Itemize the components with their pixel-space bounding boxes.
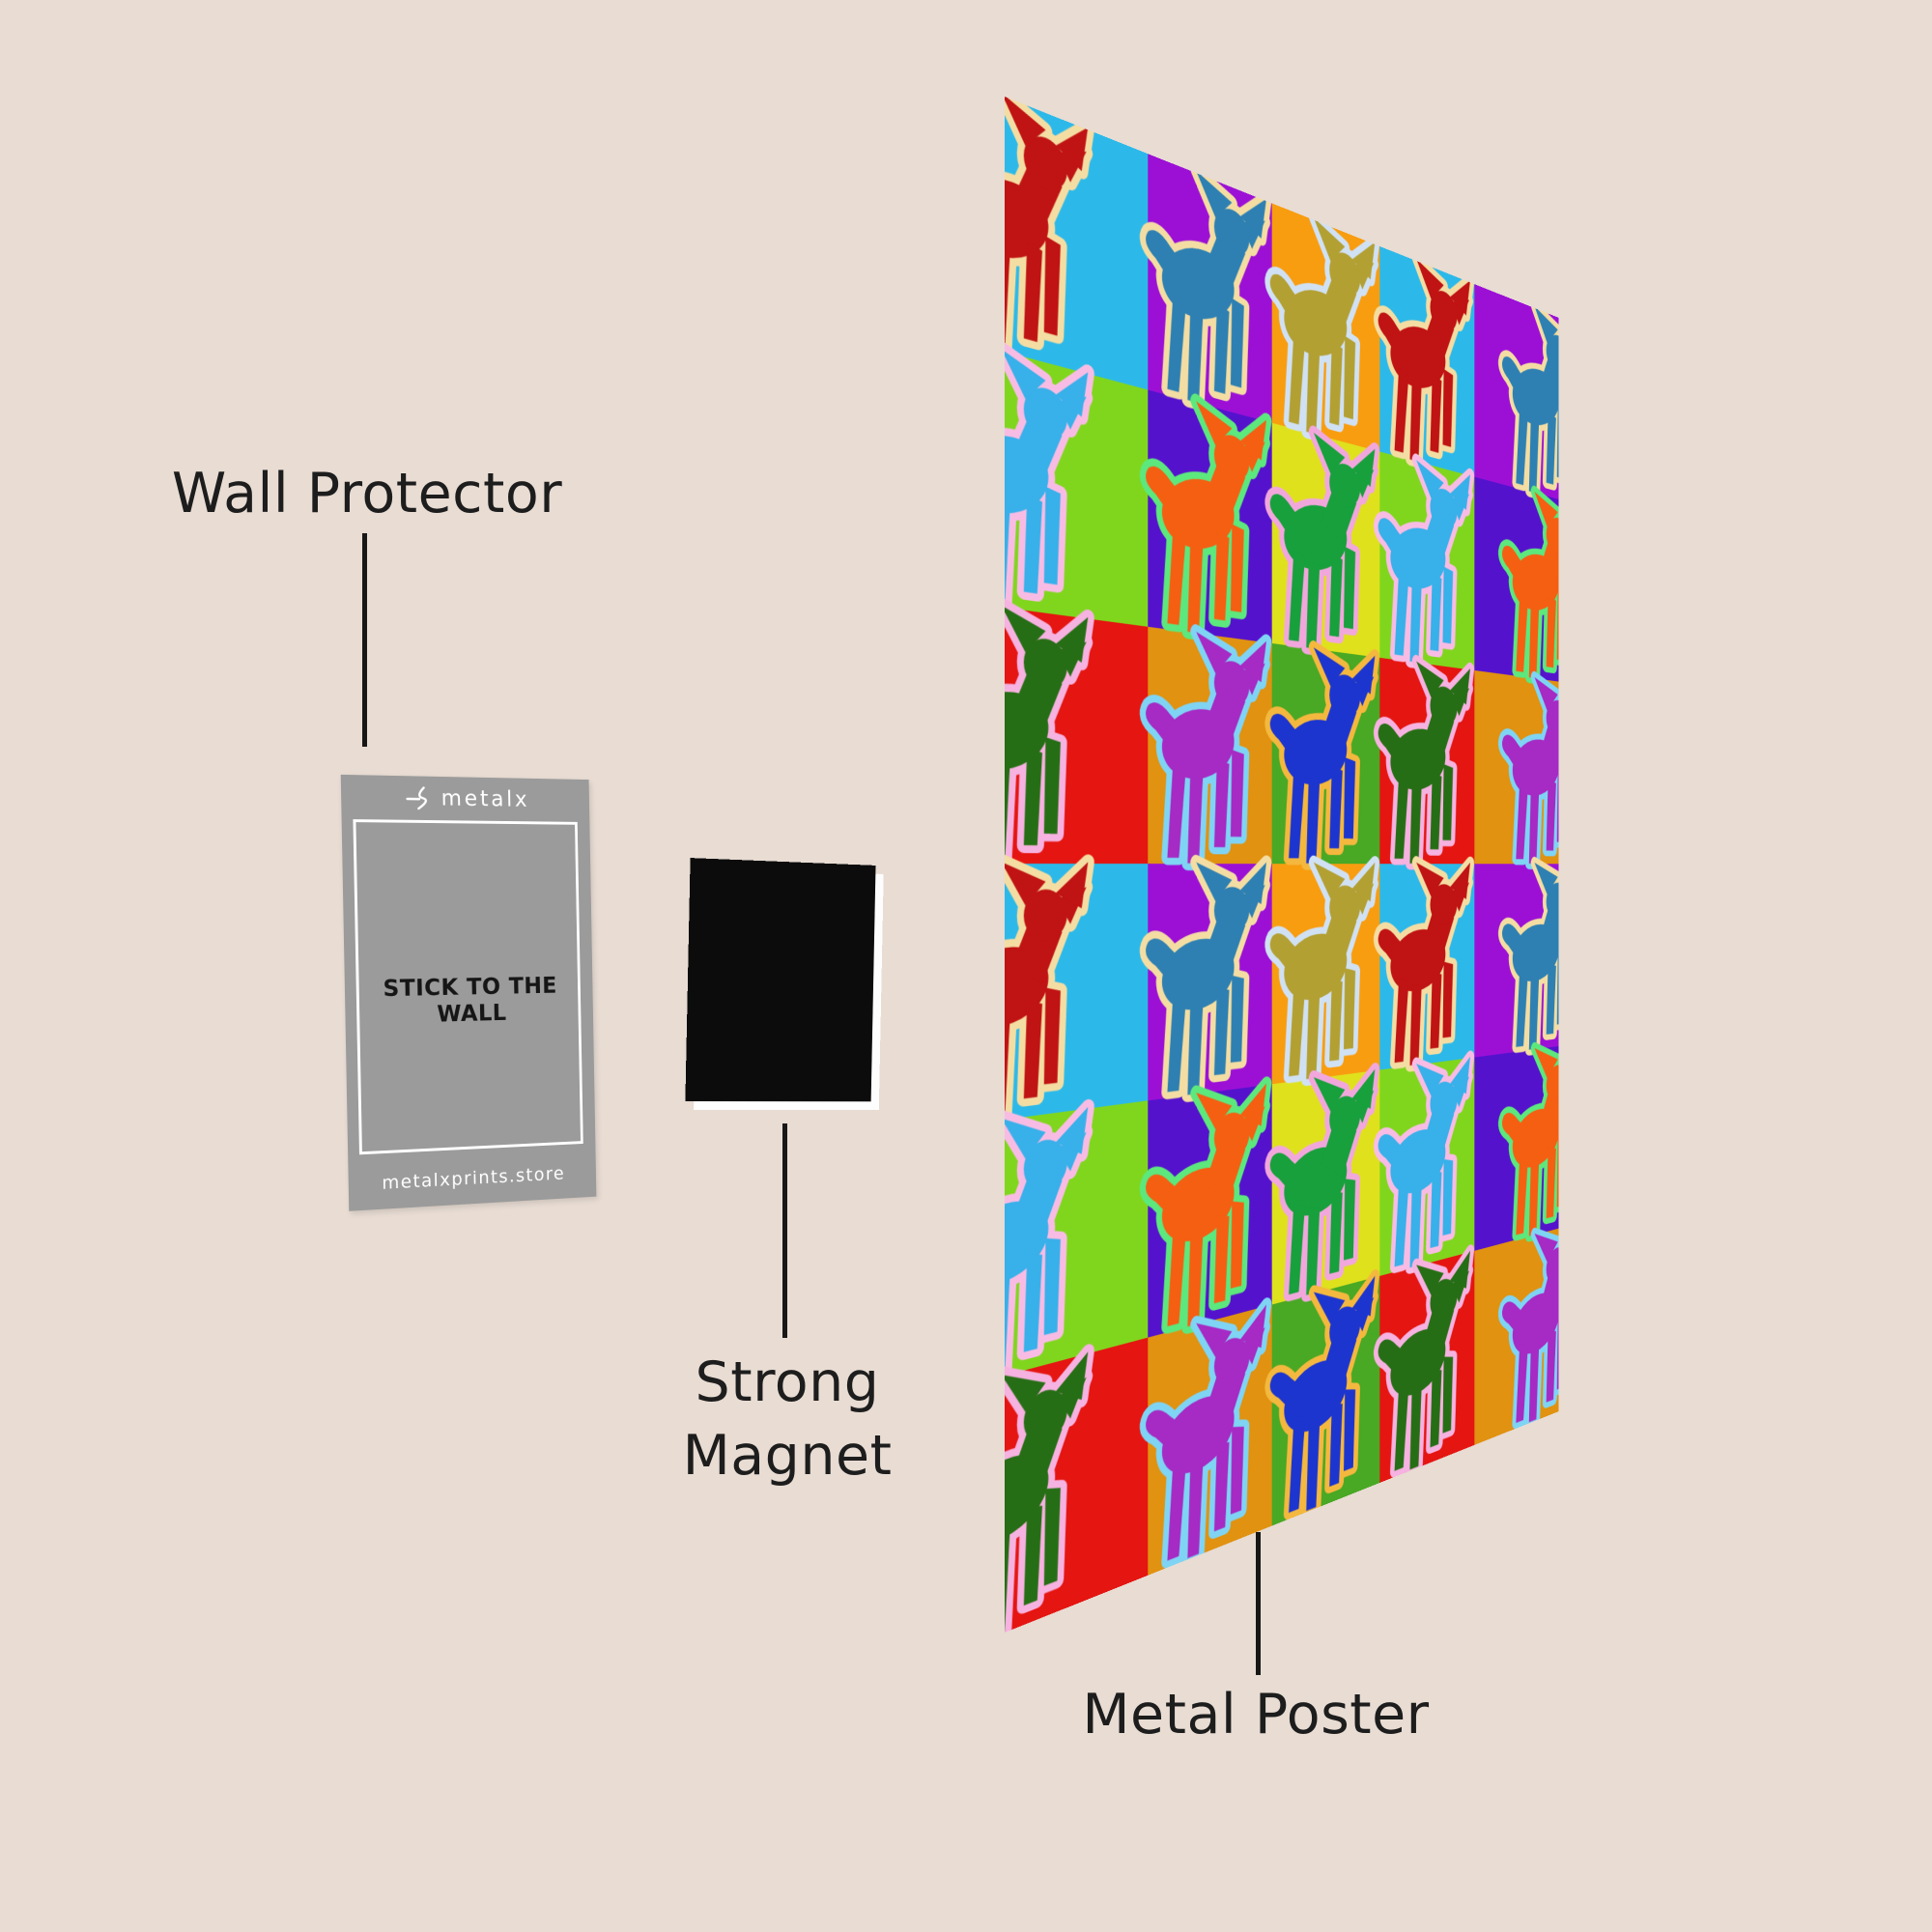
strong-magnet-callout-line — [782, 1123, 787, 1338]
dog-silhouette-icon — [1005, 1348, 1104, 1633]
poster-tile — [1272, 424, 1380, 659]
poster-tile — [1380, 246, 1475, 477]
dog-silhouette-icon — [1265, 419, 1386, 665]
card-brand: metalx — [341, 784, 589, 813]
dog-silhouette-icon — [1005, 330, 1104, 628]
strong-magnet-label: Strong Magnet — [497, 1347, 1077, 1493]
dog-silhouette-icon — [1375, 655, 1481, 869]
dog-silhouette-icon — [1499, 672, 1559, 869]
dog-silhouette-icon — [1375, 1248, 1481, 1491]
poster-tile — [1474, 284, 1559, 499]
poster-tile — [1380, 1058, 1475, 1276]
metal-poster — [1005, 97, 1559, 1633]
metal-poster-label: Metal Poster — [1082, 1683, 1430, 1747]
poster-tile — [1149, 154, 1272, 423]
poster-tile — [1272, 644, 1380, 865]
metalx-logo-icon — [405, 785, 433, 810]
poster-tile — [1272, 865, 1380, 1085]
poster-tile — [1005, 97, 1150, 391]
strong-magnet-label-line1: Strong — [695, 1350, 880, 1414]
dog-silhouette-icon — [1265, 862, 1386, 1092]
poster-tile — [1380, 865, 1475, 1070]
dog-silhouette-icon — [1499, 482, 1559, 691]
poster-tile — [1272, 1070, 1380, 1305]
poster-tile — [1380, 1251, 1475, 1482]
poster-tile — [1005, 1338, 1150, 1633]
poster-tile — [1272, 1277, 1380, 1526]
poster-tile — [1149, 628, 1272, 865]
dog-silhouette-icon — [1265, 1272, 1386, 1534]
card-footer-text: metalxprints.store — [382, 1163, 566, 1194]
dog-silhouette-icon — [1499, 1040, 1559, 1250]
poster-tile — [1474, 1229, 1559, 1445]
poster-tile — [1005, 353, 1150, 628]
card-brand-text: metalx — [440, 785, 530, 812]
poster-tile — [1005, 1101, 1150, 1377]
dog-silhouette-icon — [1499, 292, 1559, 513]
dog-silhouette-icon — [1141, 386, 1280, 651]
dog-silhouette-icon — [1005, 97, 1104, 385]
dog-silhouette-icon — [1375, 448, 1481, 676]
dog-silhouette-icon — [1499, 1219, 1559, 1440]
poster-tile — [1149, 1305, 1272, 1575]
metal-poster-callout-line — [1256, 1532, 1261, 1675]
strong-magnet — [685, 858, 876, 1102]
dog-silhouette-icon — [1375, 863, 1481, 1077]
dog-silhouette-icon — [1141, 624, 1280, 871]
dog-silhouette-icon — [1265, 1067, 1386, 1313]
poster-tile — [1149, 865, 1272, 1101]
dog-silhouette-icon — [1375, 242, 1481, 484]
poster-tile — [1474, 863, 1559, 1060]
poster-tile — [1272, 204, 1380, 453]
dog-silhouette-icon — [1141, 148, 1280, 431]
dog-silhouette-icon — [1375, 1055, 1481, 1284]
dog-silhouette-icon — [1499, 863, 1559, 1060]
poster-tile — [1474, 1047, 1559, 1252]
card-center-text: STICK TO THE WALL — [383, 972, 557, 1028]
poster-tile — [1380, 452, 1475, 670]
poster-tile — [1380, 659, 1475, 865]
dog-silhouette-icon — [1005, 596, 1104, 871]
poster-tile — [1474, 478, 1559, 683]
dog-silhouette-icon — [1005, 862, 1104, 1137]
poster-tile — [1005, 609, 1150, 865]
wall-protector-label: Wall Protector — [171, 462, 563, 526]
poster-tile — [1005, 865, 1150, 1121]
poster-tile — [1474, 671, 1559, 865]
poster-tile — [1149, 1085, 1272, 1338]
poster-tile — [1149, 391, 1272, 644]
wall-protector-card: metalx STICK TO THE WALL metalxprints.st… — [340, 774, 597, 1211]
dog-silhouette-icon — [1265, 640, 1386, 870]
wall-protector-callout-line — [362, 533, 367, 747]
strong-magnet-label-line2: Magnet — [682, 1423, 893, 1488]
dog-silhouette-icon — [1265, 198, 1386, 459]
dog-silhouette-icon — [1141, 862, 1280, 1109]
